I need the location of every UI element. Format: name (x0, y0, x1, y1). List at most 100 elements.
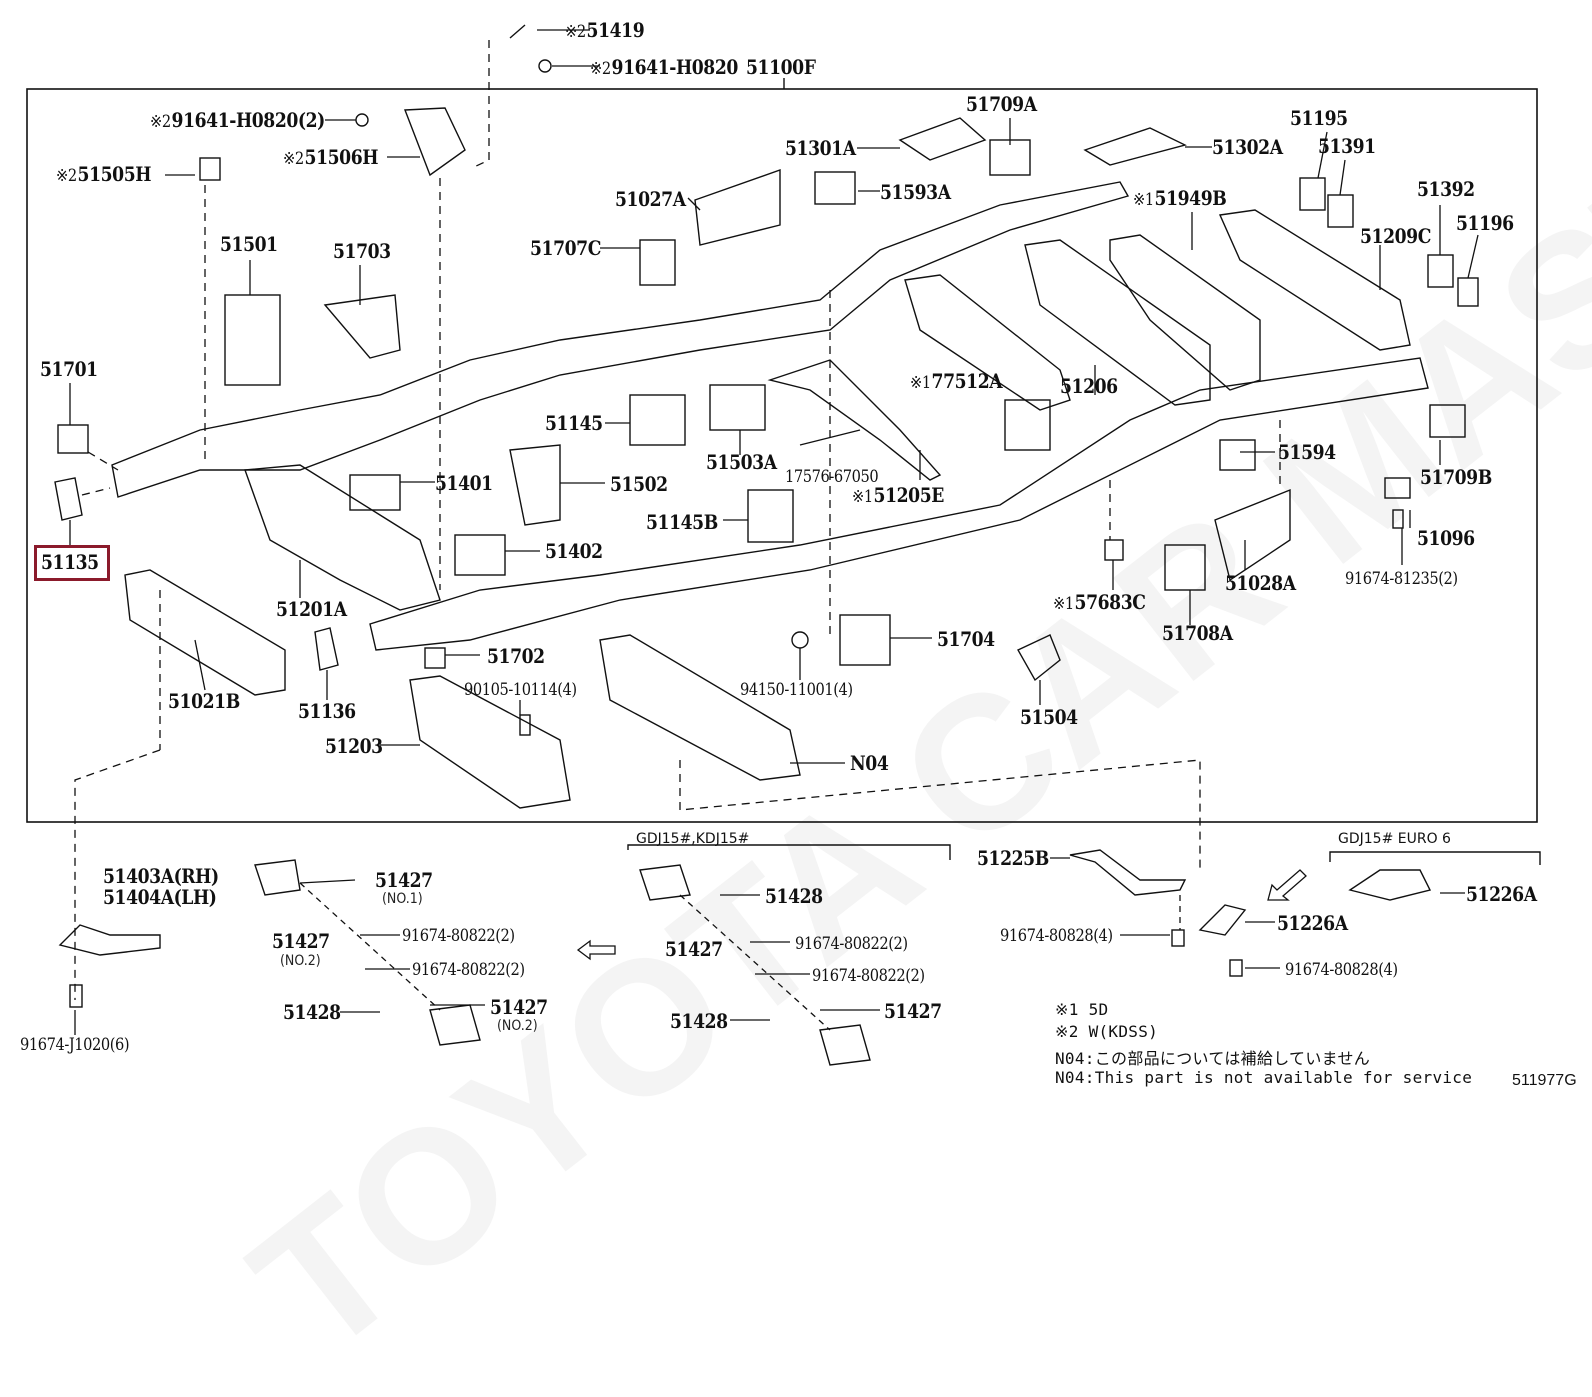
bracket-51505h (199, 157, 221, 181)
part-sublabel-no1: (NO.1) (382, 891, 423, 907)
part-label-51709b[interactable]: 51709B (1420, 465, 1492, 489)
bracket-mid-upper (639, 864, 691, 901)
part-label-51594[interactable]: 51594 (1278, 440, 1336, 464)
part-label-91674-81235[interactable]: 91674-81235(2) (1345, 569, 1458, 589)
part-label-n04[interactable]: N04 (850, 751, 889, 775)
part-label-left-91674-80822-b[interactable]: 91674-80822(2) (412, 960, 525, 980)
part-label-91674-80828-b[interactable]: 91674-80828(4) (1285, 960, 1398, 980)
part-label-mid-91674-80822-b[interactable]: 91674-80822(2) (812, 966, 925, 986)
assembly-border (26, 88, 1538, 823)
part-label-mid-51427-b[interactable]: 51427 (884, 999, 942, 1023)
part-label-51709a[interactable]: 51709A (966, 92, 1037, 116)
part-label-51702[interactable]: 51702 (487, 644, 545, 668)
part-label-51145[interactable]: 51145 (545, 411, 603, 435)
bracket-51225b (1069, 849, 1187, 896)
part-label-51206[interactable]: 51206 (1060, 374, 1118, 398)
part-label-51226a-euro6[interactable]: 51226A (1466, 882, 1537, 906)
bracket-51709a (989, 139, 1031, 176)
part-label-51501[interactable]: 51501 (220, 232, 278, 256)
bracket-51226a-large (1348, 869, 1432, 901)
part-label-51402[interactable]: 51402 (545, 539, 603, 563)
part-label-51195[interactable]: 51195 (1290, 106, 1348, 130)
legend-n04-jp: N04:この部品については補給していません (1055, 1049, 1371, 1068)
part-label-left-51428[interactable]: 51428 (283, 1000, 341, 1024)
bolt-80828-b (1229, 959, 1243, 977)
part-label-90105-10114[interactable]: 90105-10114(4) (464, 680, 577, 700)
part-label-51027a[interactable]: 51027A (615, 187, 686, 211)
bracket-51403a (58, 924, 161, 956)
part-label-51203[interactable]: 51203 (325, 734, 383, 758)
part-label-57683c[interactable]: ※157683C (1053, 590, 1146, 614)
bracket-51096 (1384, 477, 1411, 499)
part-label-91641-h0820[interactable]: ※291641-H0820 (590, 55, 738, 79)
part-sublabel-no2b: (NO.2) (497, 1018, 538, 1034)
part-label-51302a[interactable]: 51302A (1212, 135, 1283, 159)
part-label-51196[interactable]: 51196 (1456, 211, 1514, 235)
bracket-51703 (323, 294, 401, 359)
part-label-51135[interactable]: 51135 (41, 550, 99, 574)
part-label-51505h[interactable]: ※251505H (56, 162, 152, 186)
frame-line-art (26, 24, 1541, 1066)
bolt-91641-h0820 (538, 59, 552, 73)
part-label-51209c[interactable]: 51209C (1360, 224, 1431, 248)
part-label-51707c[interactable]: 51707C (530, 236, 601, 260)
document-id: 511977G (1512, 1072, 1577, 1089)
part-label-51504[interactable]: 51504 (1020, 705, 1078, 729)
crossmember-n04 (599, 634, 801, 781)
part-label-17576-67050[interactable]: 17576-67050 (785, 467, 879, 487)
bracket-51504 (1017, 634, 1061, 682)
part-label-51205e[interactable]: ※151205E (852, 483, 944, 507)
tube-51205e (767, 359, 942, 481)
part-label-51503a[interactable]: 51503A (706, 450, 777, 474)
part-label-mid-51427-a[interactable]: 51427 (665, 937, 723, 961)
part-label-51136[interactable]: 51136 (298, 699, 356, 723)
part-label-left-91674-80822-a[interactable]: 91674-80822(2) (402, 926, 515, 946)
part-label-51301a[interactable]: 51301A (785, 136, 856, 160)
part-label-51401[interactable]: 51401 (435, 471, 493, 495)
part-label-51391[interactable]: 51391 (1318, 134, 1376, 158)
part-label-51701[interactable]: 51701 (40, 357, 98, 381)
bolt-80828-a (1171, 929, 1185, 947)
part-label-51502[interactable]: 51502 (610, 472, 668, 496)
part-label-mid-51428-b[interactable]: 51428 (670, 1009, 728, 1033)
crossmember-51203 (409, 675, 571, 809)
assembly-label-51100f[interactable]: 51100F (746, 55, 816, 79)
bracket-51402 (454, 534, 506, 576)
part-label-left-51427-no2b[interactable]: 51427 (490, 995, 548, 1019)
part-label-51225b[interactable]: 51225B (977, 846, 1049, 870)
part-label-51028a[interactable]: 51028A (1225, 571, 1296, 595)
bracket-51027a (694, 169, 781, 246)
part-label-51021b[interactable]: 51021B (168, 689, 240, 713)
part-label-51708a[interactable]: 51708A (1162, 621, 1233, 645)
part-label-77512a[interactable]: ※177512A (910, 369, 1003, 393)
part-label-left-51427-no1[interactable]: 51427 (375, 868, 433, 892)
part-label-91674-j1020[interactable]: 91674-J1020(6) (20, 1035, 130, 1055)
part-label-51145b[interactable]: 51145B (646, 510, 718, 534)
part-label-51949b[interactable]: ※151949B (1133, 186, 1227, 210)
part-label-51096[interactable]: 51096 (1417, 526, 1475, 550)
part-label-91674-80828-a[interactable]: 91674-80828(4) (1000, 926, 1113, 946)
bracket-51708a (1164, 544, 1206, 591)
bracket-left-upper (254, 859, 301, 896)
cushion-94150 (791, 631, 809, 649)
left-arrow-icon (576, 939, 616, 961)
part-label-51404a-lh[interactable]: 51404A(LH) (103, 885, 217, 909)
part-label-91641-h0820-2[interactable]: ※291641-H0820(2) (150, 108, 325, 132)
part-label-51704[interactable]: 51704 (937, 627, 995, 651)
gdj-kdj-bracket-line (627, 844, 951, 860)
part-label-51226a[interactable]: 51226A (1277, 911, 1348, 935)
part-label-51506h[interactable]: ※251506H (283, 145, 379, 169)
part-label-left-51427-no2a[interactable]: 51427 (272, 929, 330, 953)
part-label-51392[interactable]: 51392 (1417, 177, 1475, 201)
part-label-51419[interactable]: ※251419 (565, 18, 645, 42)
bracket-51707c (639, 239, 676, 286)
bracket-77512a (1004, 399, 1051, 451)
part-label-94150-11001[interactable]: 94150-11001(4) (740, 680, 853, 700)
part-label-mid-51428-a[interactable]: 51428 (765, 884, 823, 908)
part-label-51703[interactable]: 51703 (333, 239, 391, 263)
bracket-51302a (1083, 127, 1187, 166)
part-label-51201a[interactable]: 51201A (276, 597, 347, 621)
part-label-mid-91674-80822-a[interactable]: 91674-80822(2) (795, 934, 908, 954)
part-label-51403a-rh[interactable]: 51403A(RH) (103, 864, 219, 888)
part-label-51593a[interactable]: 51593A (880, 180, 951, 204)
